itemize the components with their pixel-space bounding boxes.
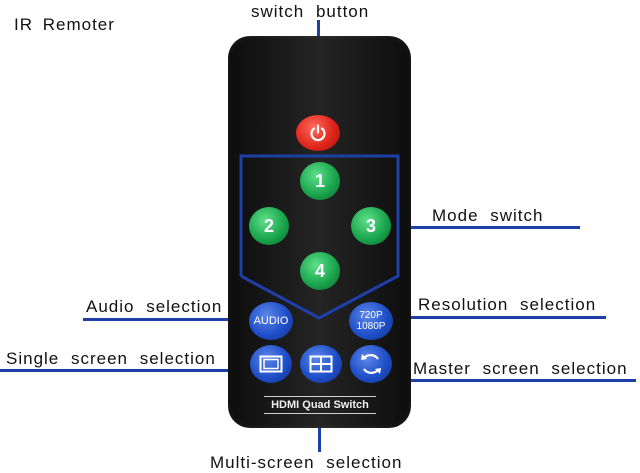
resolution-720p-text: 720P: [359, 310, 383, 321]
resolution-button[interactable]: 720P 1080P: [349, 302, 393, 340]
mode-button-4[interactable]: 4: [300, 252, 340, 290]
single-screen-icon: [259, 355, 283, 373]
mode-button-2[interactable]: 2: [249, 207, 289, 245]
mode-switch-leader-line: [398, 226, 580, 229]
single-screen-button[interactable]: [250, 345, 292, 383]
brand-label: HDMI Quad Switch: [264, 396, 376, 414]
multi-screen-icon: [309, 355, 333, 373]
audio-selection-label: Audio selection: [86, 297, 223, 316]
master-screen-selection-label: Master screen selection: [413, 359, 628, 378]
audio-selection-leader-line: [83, 318, 258, 321]
audio-button[interactable]: AUDIO: [249, 302, 293, 340]
multi-screen-button[interactable]: [300, 345, 342, 383]
mode-button-3[interactable]: 3: [351, 207, 391, 245]
single-screen-leader-line: [0, 369, 255, 372]
power-button[interactable]: [296, 115, 340, 151]
mode-button-1[interactable]: 1: [300, 162, 340, 200]
resolution-1080p-text: 1080P: [356, 321, 386, 332]
master-screen-icon: [361, 354, 381, 374]
mode-switch-label: Mode switch: [432, 206, 544, 225]
switch-button-label: switch button: [251, 2, 370, 21]
master-screen-leader-line: [388, 379, 636, 382]
single-screen-selection-label: Single screen selection: [6, 349, 216, 368]
multi-screen-selection-label: Multi-screen selection: [210, 453, 403, 472]
power-icon: [310, 124, 326, 142]
master-screen-button[interactable]: [350, 345, 392, 383]
resolution-selection-leader-line: [388, 316, 606, 319]
diagram-title: IR Remoter: [14, 15, 115, 34]
multi-screen-leader-line: [318, 428, 321, 452]
resolution-selection-label: Resolution selection: [418, 295, 597, 314]
